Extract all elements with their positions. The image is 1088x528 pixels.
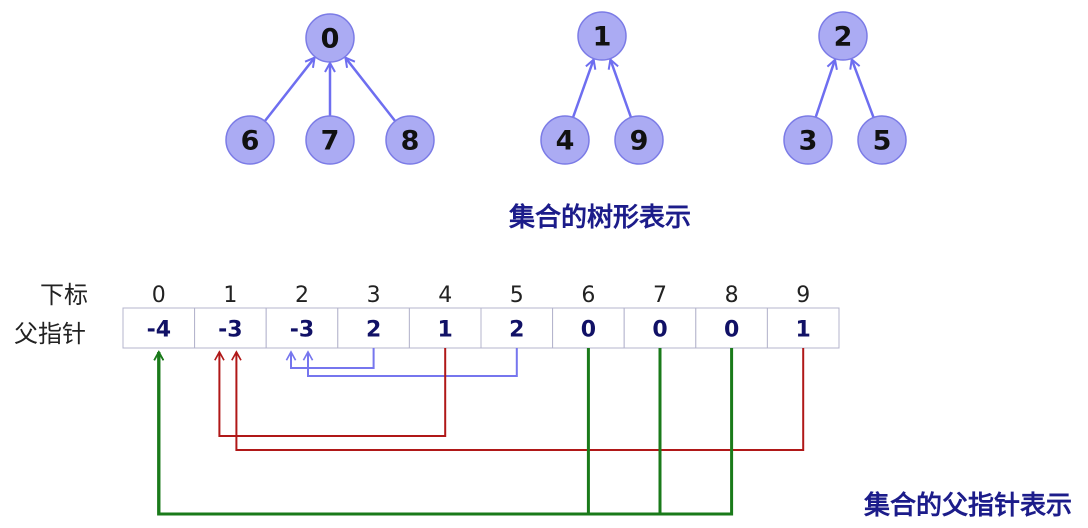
tree-edge — [345, 58, 397, 122]
tree-child-node: 3 — [783, 115, 833, 165]
tree-edge — [852, 59, 875, 118]
array-cell-value: 0 — [724, 318, 739, 343]
index-cell: 4 — [438, 283, 452, 308]
array-cell-box — [695, 307, 768, 349]
tree-root-node: 1 — [577, 11, 627, 61]
array-cell: 0 — [695, 307, 768, 349]
tree-child-node-label: 6 — [241, 126, 260, 157]
parent-pointer-arrow — [153, 348, 734, 516]
array-cell-value: -3 — [218, 318, 242, 343]
parent-link-blue — [285, 348, 518, 377]
index-cell: 1 — [223, 283, 237, 308]
array-cell-value: 0 — [581, 318, 596, 343]
index-cell: 3 — [367, 283, 381, 308]
parent-pointer-arrow — [214, 348, 447, 437]
array-cell: 0 — [623, 307, 697, 349]
array-cell: -3 — [265, 307, 339, 349]
tree-child-node-circle — [385, 115, 435, 165]
tree-child-node: 5 — [857, 115, 907, 165]
array-cell: -4 — [122, 307, 196, 349]
index-cell: 5 — [510, 283, 524, 308]
tree-child-node: 6 — [225, 115, 275, 165]
index-row: 0 1 2 3 4 5 6 7 8 9 — [152, 283, 810, 308]
index-cell: 9 — [796, 283, 810, 308]
parent-row-label: 父指针 — [14, 320, 86, 348]
tree-root-node-circle — [577, 11, 627, 61]
tree: 0 6 7 8 — [225, 13, 435, 165]
array-cell-value: 1 — [796, 318, 811, 343]
tree-layer: 0 6 7 8 1 4 9 2 3 5 — [225, 11, 907, 165]
array-cell: 0 — [552, 307, 625, 349]
parent-pointer-arrow — [285, 348, 375, 369]
array-cell-box — [766, 307, 840, 349]
tree-child-node-circle — [305, 115, 355, 165]
tree-root-node-label: 1 — [593, 22, 612, 53]
index-cell: 0 — [152, 283, 166, 308]
parent-pointer-arrow — [153, 348, 590, 516]
tree-child-node-label: 7 — [321, 126, 340, 157]
tree-child-node-label: 3 — [799, 126, 818, 157]
index-cell: 7 — [653, 283, 667, 308]
array-cell-value: 1 — [438, 318, 453, 343]
tree-child-node: 9 — [614, 115, 664, 165]
tree-child-node: 8 — [385, 115, 435, 165]
tree-edge — [610, 60, 633, 118]
array-cell: -3 — [194, 307, 267, 349]
array-cell: 2 — [480, 307, 554, 349]
tree-root-node-circle — [305, 13, 355, 63]
index-cell: 8 — [725, 283, 739, 308]
array-cell-value: 0 — [652, 318, 667, 343]
array-cell-box — [552, 307, 625, 349]
tree-root-node: 2 — [818, 11, 868, 61]
tree-child-node-label: 4 — [556, 126, 575, 157]
tree-root-node: 0 — [305, 13, 355, 63]
tree-root-node-label: 2 — [834, 22, 853, 53]
index-row-label: 下标 — [40, 281, 88, 309]
tree-child-node: 7 — [305, 115, 355, 165]
tree-root-node-circle — [818, 11, 868, 61]
link-layer — [153, 348, 805, 516]
parent-link-green — [153, 348, 734, 516]
tree: 1 4 9 — [540, 11, 664, 165]
parent-pointer-arrow — [231, 348, 805, 451]
parent-array: -4 -3 -3 2 1 2 0 0 0 1 — [122, 307, 840, 349]
array-cell: 2 — [337, 307, 410, 349]
array-cell-value: 2 — [366, 318, 381, 343]
tree-edge — [263, 58, 315, 122]
tree-root-node-label: 0 — [321, 24, 340, 55]
array-cell: 1 — [408, 307, 482, 349]
index-cell: 2 — [295, 283, 309, 308]
tree-child-node-label: 8 — [401, 126, 420, 157]
parent-pointer-arrow — [153, 348, 662, 516]
tree-child-node-circle — [540, 115, 590, 165]
tree-child-node: 4 — [540, 115, 590, 165]
array-cell: 1 — [766, 307, 840, 349]
tree-edge — [814, 60, 835, 118]
array-cell-value: 2 — [509, 318, 524, 343]
parent-pointer-arrow — [302, 348, 518, 377]
tree-child-node-label: 5 — [873, 126, 892, 157]
pointer-caption: 集合的父指针表示 — [863, 490, 1072, 521]
array-cell-box — [122, 307, 196, 349]
array-cell-box — [408, 307, 482, 349]
tree-caption: 集合的树形表示 — [508, 202, 691, 233]
array-cell-value: -4 — [147, 318, 171, 343]
tree-child-node-circle — [857, 115, 907, 165]
index-cell: 6 — [581, 283, 595, 308]
tree-edge — [571, 60, 594, 118]
array-cell-box — [265, 307, 339, 349]
tree: 2 3 5 — [783, 11, 907, 165]
tree-child-node-circle — [783, 115, 833, 165]
tree-child-node-label: 9 — [630, 126, 649, 157]
tree-child-node-circle — [225, 115, 275, 165]
tree-child-node-circle — [614, 115, 664, 165]
array-cell-value: -3 — [290, 318, 314, 343]
parent-link-red — [214, 348, 805, 451]
